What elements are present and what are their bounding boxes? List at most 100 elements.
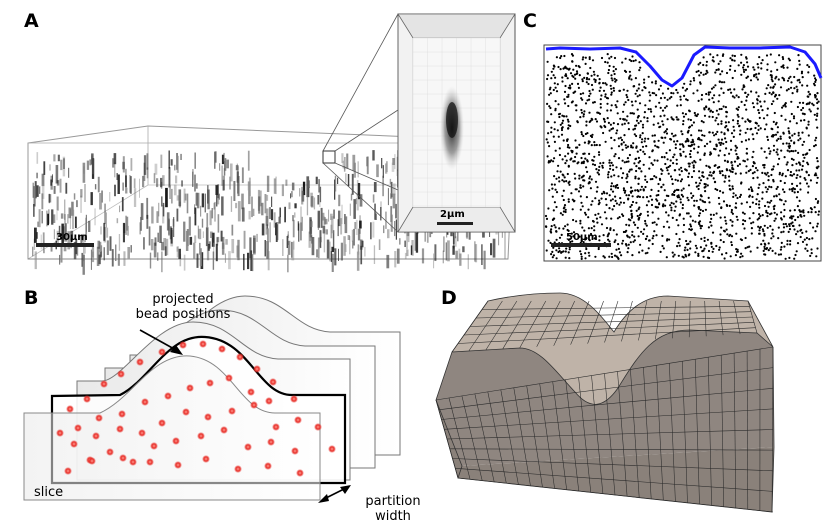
bead-point xyxy=(806,102,809,105)
bead-point xyxy=(695,247,698,250)
bead-point xyxy=(777,78,780,81)
bead-streak xyxy=(223,152,225,162)
bead-point xyxy=(566,139,569,142)
bead-point xyxy=(779,179,782,183)
bead-point xyxy=(661,244,664,248)
bead-streak xyxy=(200,205,202,217)
bead-point xyxy=(807,185,810,188)
bead-point xyxy=(722,105,725,108)
bead-streak xyxy=(139,178,140,198)
bead-point xyxy=(698,170,701,173)
bead-streak xyxy=(229,176,231,190)
bead-point xyxy=(598,78,601,81)
bead-point xyxy=(685,169,688,172)
bead-point xyxy=(771,228,774,231)
bead-point xyxy=(684,246,687,249)
bead-point xyxy=(614,153,617,156)
bead-point xyxy=(736,248,739,251)
bead-point xyxy=(689,240,692,243)
bead-point xyxy=(662,225,666,228)
bead-point xyxy=(579,219,582,222)
bead-point xyxy=(800,108,803,112)
bead-point xyxy=(770,102,774,106)
bead-point xyxy=(639,136,642,139)
bead-streak xyxy=(300,206,302,223)
bead-point xyxy=(707,108,710,111)
bead-point xyxy=(667,87,670,90)
bead-streak xyxy=(221,154,225,165)
bead-point xyxy=(788,224,791,228)
bead-point xyxy=(628,77,631,80)
bead-point xyxy=(612,229,615,232)
bead-point xyxy=(663,114,666,117)
bead-point xyxy=(643,228,646,231)
bead-point xyxy=(658,177,662,180)
bead-streak xyxy=(176,246,178,252)
bead-point xyxy=(638,102,642,105)
bead-point xyxy=(790,112,793,116)
bead-point xyxy=(754,166,758,170)
bead-point xyxy=(649,178,652,181)
bead-point xyxy=(631,230,634,233)
bead-point xyxy=(653,230,656,233)
bead-streak xyxy=(70,230,74,241)
bead-point xyxy=(638,251,641,254)
bead-point xyxy=(702,56,705,59)
bead-point xyxy=(765,123,768,126)
bead-point xyxy=(721,54,725,58)
bead-streak xyxy=(149,252,152,269)
bead-point xyxy=(755,132,759,135)
bead-point xyxy=(676,179,680,182)
bead-point xyxy=(559,212,563,215)
bead-streak xyxy=(330,251,332,262)
bead-point xyxy=(602,161,605,164)
bead-point xyxy=(588,89,591,93)
bead-streak xyxy=(59,178,62,193)
bead-point xyxy=(758,217,761,220)
bead-point xyxy=(766,226,769,229)
bead-streak xyxy=(293,240,295,250)
bead-streak xyxy=(165,187,168,208)
bead-point xyxy=(633,133,636,136)
bead-streak xyxy=(347,235,350,240)
bead-point xyxy=(588,120,591,124)
bead-streak xyxy=(251,196,253,218)
bead-point xyxy=(598,89,601,92)
bead-point xyxy=(741,255,744,258)
bead-point xyxy=(706,142,709,145)
bead-streak xyxy=(357,183,361,200)
bead-point xyxy=(794,149,797,152)
bead-point xyxy=(589,134,593,137)
bead-point xyxy=(728,188,732,191)
bead-point xyxy=(719,233,722,236)
bead-streak xyxy=(302,181,306,196)
bead-point xyxy=(745,108,748,111)
panel-d-mesh xyxy=(435,292,775,513)
bead-point xyxy=(575,104,578,107)
bead-point xyxy=(779,137,782,140)
bead-point xyxy=(699,227,702,230)
bead-point xyxy=(738,125,741,128)
bead-point xyxy=(679,148,682,151)
bead-point xyxy=(671,178,674,181)
bead-dot xyxy=(138,429,146,437)
bead-point xyxy=(731,212,735,215)
bead-point xyxy=(763,232,766,236)
bead-point xyxy=(731,220,734,223)
bead-point xyxy=(798,78,801,81)
bead-streak xyxy=(411,240,414,256)
bead-point xyxy=(774,217,777,220)
bead-point xyxy=(772,120,775,123)
bead-point xyxy=(562,207,566,210)
bead-point xyxy=(628,224,631,227)
bead-streak xyxy=(221,196,224,216)
bead-point xyxy=(610,104,613,107)
bead-point xyxy=(575,220,578,223)
bead-point xyxy=(736,218,739,221)
bead-point xyxy=(701,209,705,213)
bead-point xyxy=(693,111,696,115)
bead-streak xyxy=(92,159,95,175)
bead-point xyxy=(630,191,633,194)
bead-point xyxy=(623,122,626,125)
bead-point xyxy=(680,170,683,173)
